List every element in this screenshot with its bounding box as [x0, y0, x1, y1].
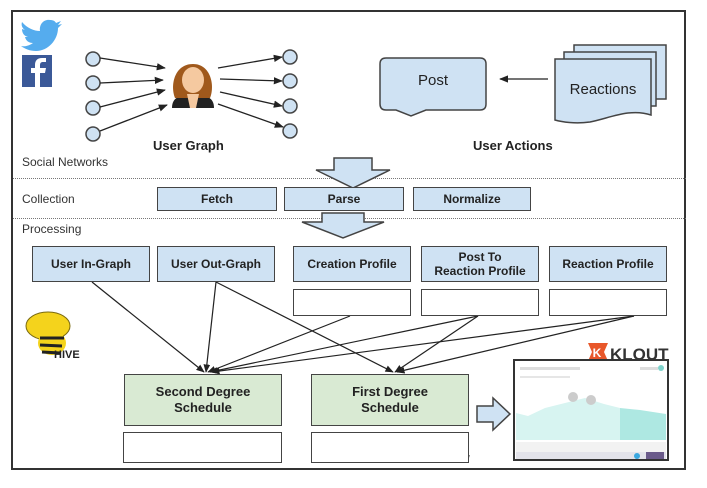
post-label: Post [417, 72, 448, 89]
lane-label-collection: Collection [22, 192, 75, 206]
graph-node [282, 123, 298, 139]
graph-node [282, 73, 298, 89]
second-degree-sparkline [123, 432, 282, 463]
processing-creation-profile: Creation Profile [293, 246, 411, 282]
out-edge [217, 54, 283, 69]
processing-connections [91, 281, 635, 375]
out-edge [219, 77, 283, 85]
reaction-profile-sparkline [549, 289, 667, 316]
graph-node [282, 98, 298, 114]
first-degree-sparkline [311, 432, 469, 463]
out-edge [217, 103, 284, 128]
out-edge [219, 91, 283, 108]
first-degree-line1: First Degree [352, 384, 428, 399]
flow-arrow-right-icon [476, 396, 512, 432]
collection-step-fetch: Fetch [157, 187, 277, 211]
in-edge [99, 76, 164, 85]
lane-label-processing: Processing [22, 222, 82, 236]
creation-profile-sparkline [293, 289, 411, 316]
user-avatar-icon [172, 64, 214, 108]
graph-node [282, 49, 298, 65]
first-degree-schedule: First Degree Schedule [311, 374, 469, 426]
first-degree-line2: Schedule [361, 400, 419, 415]
graph-node [85, 75, 101, 91]
svg-text:K: K [593, 346, 602, 360]
post-to-reaction-sparkline [421, 289, 539, 316]
graph-node [85, 126, 101, 142]
hive-logo-icon: HIVE [25, 311, 80, 361]
in-edge [99, 57, 166, 71]
processing-post-to-reaction-profile: Post To Reaction Profile [421, 246, 539, 282]
in-edge [99, 104, 168, 132]
collection-step-parse: Parse [284, 187, 404, 211]
flow-arrow-down-icon [315, 157, 391, 189]
second-degree-line1: Second Degree [155, 384, 251, 399]
post-to-reaction-line1: Post To [458, 250, 502, 264]
second-degree-schedule: Second Degree Schedule [124, 374, 282, 426]
klout-screenshot [513, 359, 669, 461]
processing-reaction-profile: Reaction Profile [549, 246, 667, 282]
processing-user-out-graph: User Out-Graph [157, 246, 275, 282]
graph-node [85, 100, 101, 116]
twitter-icon [21, 19, 62, 51]
user-actions-caption: User Actions [473, 138, 553, 153]
flow-arrow-down-icon [301, 212, 385, 239]
graph-node [85, 51, 101, 67]
post-to-reaction-line2: Reaction Profile [434, 264, 526, 278]
collection-step-normalize: Normalize [413, 187, 531, 211]
processing-user-in-graph: User In-Graph [32, 246, 150, 282]
user-graph [85, 49, 298, 142]
facebook-icon [22, 55, 52, 87]
in-edge [99, 88, 166, 108]
lane-label-social-networks: Social Networks [22, 155, 109, 169]
user-graph-caption: User Graph [153, 138, 224, 153]
reactions-shape [554, 44, 667, 124]
reactions-label: Reactions [569, 81, 637, 98]
svg-text:HIVE: HIVE [54, 349, 80, 361]
post-shape [379, 57, 487, 117]
second-degree-line2: Schedule [174, 400, 232, 415]
